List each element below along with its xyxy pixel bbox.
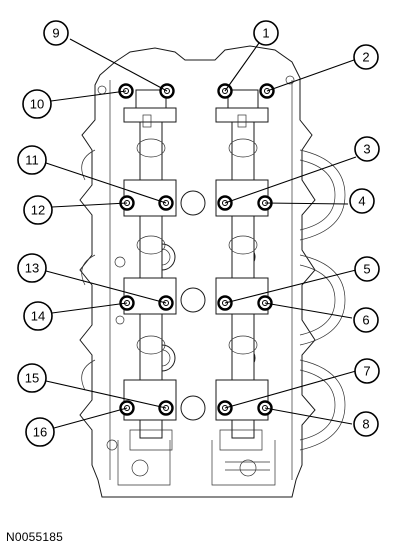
callout-label-2: 2 xyxy=(362,50,369,65)
callout-3: 3 xyxy=(354,136,380,162)
callout-label-7: 7 xyxy=(363,364,370,379)
callout-label-6: 6 xyxy=(362,313,369,328)
bolt-14 xyxy=(119,295,135,311)
leader-11 xyxy=(45,162,167,204)
callout-11: 11 xyxy=(17,145,47,175)
leader-14 xyxy=(51,302,128,314)
leader-8 xyxy=(264,407,353,425)
leader-7 xyxy=(224,370,357,409)
left-camshaft xyxy=(123,89,177,451)
leader-12 xyxy=(51,202,128,208)
callout-label-1: 1 xyxy=(262,26,269,41)
callout-label-15: 15 xyxy=(25,371,39,386)
leader-5 xyxy=(224,269,357,304)
callout-label-3: 3 xyxy=(363,142,370,157)
callout-7: 7 xyxy=(354,358,380,384)
callout-label-12: 12 xyxy=(31,203,45,218)
callout-label-13: 13 xyxy=(25,261,39,276)
leader-3 xyxy=(224,156,357,204)
callout-label-4: 4 xyxy=(358,194,365,209)
figure-id-label: N0055185 xyxy=(6,530,63,544)
callout-9: 9 xyxy=(43,20,69,46)
leader-10 xyxy=(50,90,127,102)
cam-lobes xyxy=(136,138,258,355)
leader-2 xyxy=(266,59,355,92)
callout-10: 10 xyxy=(22,89,52,119)
callout-16: 16 xyxy=(25,417,55,447)
callout-13: 13 xyxy=(17,253,47,283)
callout-label-9: 9 xyxy=(52,26,59,41)
cylinder-head-outline xyxy=(79,45,346,498)
callout-1: 1 xyxy=(253,20,279,46)
callout-label-14: 14 xyxy=(31,309,45,324)
leader-6 xyxy=(264,302,353,319)
right-camshaft xyxy=(215,89,269,451)
leader-4 xyxy=(264,202,349,205)
leader-13 xyxy=(45,270,167,304)
callout-label-11: 11 xyxy=(25,153,39,168)
leader-16 xyxy=(53,407,128,429)
callout-14: 14 xyxy=(23,301,53,331)
callout-label-10: 10 xyxy=(30,97,44,112)
callout-12: 12 xyxy=(23,195,53,225)
leader-9 xyxy=(69,38,168,92)
callout-label-8: 8 xyxy=(362,417,369,432)
callout-6: 6 xyxy=(353,307,379,333)
callout-8: 8 xyxy=(353,411,379,437)
callout-5: 5 xyxy=(354,256,380,282)
leader-lines xyxy=(45,38,357,429)
callout-label-5: 5 xyxy=(363,262,370,277)
leader-1 xyxy=(224,42,260,92)
callouts: 1 2 3 4 5 6 7 8 9 10 11 12 13 14 15 16 xyxy=(17,20,380,447)
leader-15 xyxy=(45,380,167,409)
bolt-16 xyxy=(119,400,135,416)
callout-label-16: 16 xyxy=(33,425,47,440)
callout-2: 2 xyxy=(353,44,379,70)
callout-15: 15 xyxy=(17,363,47,393)
callout-4: 4 xyxy=(349,188,375,214)
